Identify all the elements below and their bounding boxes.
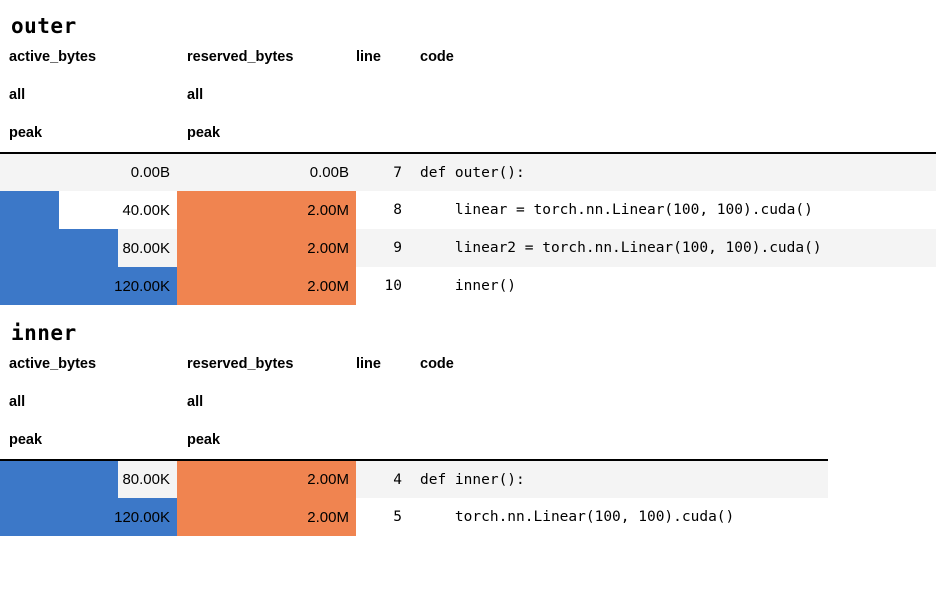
header-row-metric: active_bytes reserved_bytes line code — [0, 345, 828, 383]
cell-line-number: 9 — [356, 229, 411, 267]
header-reserved-bytes: reserved_bytes — [187, 356, 294, 372]
active-bytes-value: 40.00K — [122, 201, 170, 219]
header-row-scope: all all — [0, 76, 936, 114]
header-line-blank2 — [356, 421, 411, 461]
reserved-bytes-value: 2.00M — [307, 239, 349, 257]
cell-active-bytes: 80.00K — [0, 229, 177, 267]
reserved-bytes-bar — [177, 461, 356, 498]
active-bytes-value: 120.00K — [114, 277, 170, 295]
table-header-inner: active_bytes reserved_bytes line code al… — [0, 345, 828, 461]
cell-reserved-bytes: 2.00M — [177, 229, 356, 267]
active-bytes-bar — [0, 267, 177, 305]
header-active-all: all — [9, 87, 26, 103]
header-reserved-all: all — [187, 87, 204, 103]
header-active-peak: peak — [0, 421, 177, 461]
cell-active-bytes: 0.00B — [0, 153, 177, 191]
cell-line-number: 8 — [393, 202, 402, 218]
active-bytes-bar — [0, 229, 118, 267]
header-row-stat: peak peak — [0, 421, 828, 461]
active-bytes-value: 80.00K — [122, 471, 170, 488]
reserved-bytes-value: 2.00M — [307, 471, 349, 488]
header-line: line — [356, 49, 381, 65]
header-code-blank — [411, 383, 828, 421]
reserved-bytes-bar — [177, 191, 356, 229]
header-code-blank — [411, 76, 936, 114]
header-row-metric: active_bytes reserved_bytes line code — [0, 38, 936, 76]
cell-reserved-bytes: 2.00M — [177, 460, 356, 498]
reserved-bytes-value: 2.00M — [307, 277, 349, 295]
active-bytes-value: 80.00K — [122, 239, 170, 257]
cell-reserved-bytes: 2.00M — [177, 267, 356, 305]
header-line-blank — [356, 383, 411, 421]
header-line-blank — [356, 76, 411, 114]
table-block-outer: outer active_bytes reserved_bytes line c… — [0, 14, 952, 305]
reserved-bytes-value: 2.00M — [307, 201, 349, 219]
cell-source-code: inner() — [420, 278, 517, 294]
header-row-scope: all all — [0, 383, 828, 421]
active-bytes-value: 0.00B — [130, 164, 170, 181]
header-active-peak: peak — [0, 114, 177, 154]
cell-line-number: 7 — [356, 153, 411, 191]
active-bytes-bar — [0, 461, 118, 498]
top-spacer — [0, 0, 952, 14]
header-active-all: all — [9, 394, 26, 410]
header-active-bytes: active_bytes — [9, 49, 97, 65]
header-line-blank2 — [356, 114, 411, 154]
block-gap — [0, 305, 952, 321]
memory-table-inner: active_bytes reserved_bytes line code al… — [0, 345, 828, 536]
table-row: 120.00K 2.00M 10 inner() — [0, 267, 936, 305]
table-header-outer: active_bytes reserved_bytes line code al… — [0, 38, 936, 154]
section-title-outer: outer — [11, 14, 77, 38]
header-reserved-peak: peak — [177, 114, 356, 154]
header-code: code — [420, 356, 454, 372]
cell-source-code: torch.nn.Linear(100, 100).cuda() — [420, 509, 735, 525]
cell-source-code: def outer(): — [411, 153, 936, 191]
row-stripe-bg — [177, 154, 356, 191]
active-bytes-bar — [0, 191, 59, 229]
cell-reserved-bytes: 2.00M — [177, 498, 356, 536]
cell-reserved-bytes: 2.00M — [177, 191, 356, 229]
cell-source-code: linear = torch.nn.Linear(100, 100).cuda(… — [420, 202, 813, 218]
header-code-blank2 — [411, 421, 828, 461]
reserved-bytes-bar — [177, 498, 356, 536]
header-reserved-bytes: reserved_bytes — [187, 49, 294, 65]
cell-line-number: 5 — [393, 509, 402, 525]
cell-source-code: linear2 = torch.nn.Linear(100, 100).cuda… — [411, 229, 936, 267]
table-row: 120.00K 2.00M 5 torch.nn.Linear(100, 100).… — [0, 498, 828, 536]
table-row: 80.00K 2.00M 9 linear2 = torch.nn.Linear(1… — [0, 229, 936, 267]
reserved-bytes-bar — [177, 229, 356, 267]
section-title-inner: inner — [11, 321, 77, 345]
header-code: code — [420, 49, 454, 65]
cell-active-bytes: 120.00K — [0, 267, 177, 305]
cell-line-number: 4 — [356, 460, 411, 498]
header-reserved-peak: peak — [177, 421, 356, 461]
header-row-stat: peak peak — [0, 114, 936, 154]
reserved-bytes-bar — [177, 267, 356, 305]
row-stripe-bg — [0, 154, 177, 191]
cell-active-bytes: 40.00K — [0, 191, 177, 229]
reserved-bytes-value: 2.00M — [307, 508, 349, 526]
cell-line-number: 10 — [384, 278, 402, 294]
table-row: 40.00K 2.00M 8 linear = torch.nn.Linear(10… — [0, 191, 936, 229]
cell-reserved-bytes: 0.00B — [177, 153, 356, 191]
cell-active-bytes: 80.00K — [0, 460, 177, 498]
reserved-bytes-value: 0.00B — [309, 164, 349, 181]
header-code-blank2 — [411, 114, 936, 154]
memory-table-outer: active_bytes reserved_bytes line code al… — [0, 38, 936, 305]
cell-active-bytes: 120.00K — [0, 498, 177, 536]
cell-source-code: def inner(): — [411, 460, 828, 498]
header-line: line — [356, 356, 381, 372]
active-bytes-bar — [0, 498, 177, 536]
header-active-bytes: active_bytes — [9, 356, 97, 372]
active-bytes-value: 120.00K — [114, 508, 170, 526]
table-block-inner: inner active_bytes reserved_bytes line c… — [0, 321, 952, 536]
header-reserved-all: all — [187, 394, 204, 410]
